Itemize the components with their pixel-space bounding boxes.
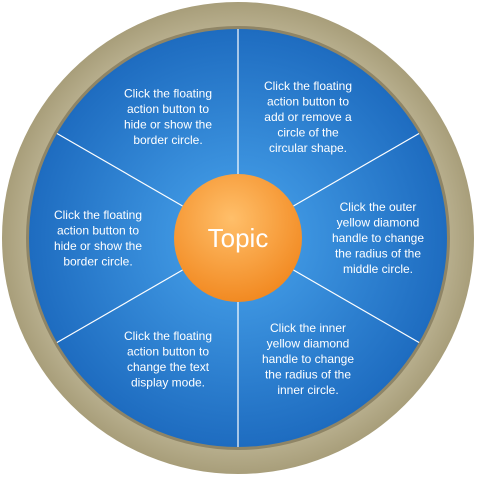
segment-text-line: Click the floating xyxy=(124,329,212,343)
segment-text-line: action button to xyxy=(57,223,139,237)
topic-circle[interactable] xyxy=(174,174,302,302)
segment-text-line: hide or show the xyxy=(124,118,212,132)
segment-text-line: add or remove a xyxy=(264,110,352,124)
segment-text-line: action button to xyxy=(127,102,209,116)
segment-text-line: display mode. xyxy=(131,375,205,389)
topic-label: Topic xyxy=(208,223,269,253)
segment-divider xyxy=(56,269,183,344)
segment-text-line: Click the floating xyxy=(264,79,352,93)
segment-text-line: action button to xyxy=(127,344,209,358)
segment-divider xyxy=(293,132,420,207)
segment-text-line: border circle. xyxy=(133,133,202,147)
segment-text-line: handle to change xyxy=(332,231,424,245)
segment-text-line: handle to change xyxy=(262,352,354,366)
segment-text-line: the radius of the xyxy=(335,247,421,261)
segment-text-line: yellow diamond xyxy=(337,216,420,230)
segment-text-line: yellow diamond xyxy=(267,337,350,351)
segment-dividers xyxy=(56,29,420,447)
segment-text-line: Click the inner xyxy=(270,321,346,335)
segment-text-line: Click the floating xyxy=(124,87,212,101)
segment-text-line: hide or show the xyxy=(54,239,142,253)
segment-text-line: inner circle. xyxy=(277,383,338,397)
segment-text-line: change the text xyxy=(127,360,210,374)
segment-divider xyxy=(56,132,183,207)
segment-text-line: the radius of the xyxy=(265,368,351,382)
segment-text-line: action button to xyxy=(267,94,349,108)
segment-text-line: middle circle. xyxy=(343,262,413,276)
segment-text-line: Click the outer xyxy=(340,200,417,214)
segment-text-line: circle of the xyxy=(277,125,339,139)
segment-divider xyxy=(293,269,420,344)
segment-text-line: Click the floating xyxy=(54,208,142,222)
segment-text-line: circular shape. xyxy=(269,141,347,155)
segment-text-line: border circle. xyxy=(63,254,132,268)
